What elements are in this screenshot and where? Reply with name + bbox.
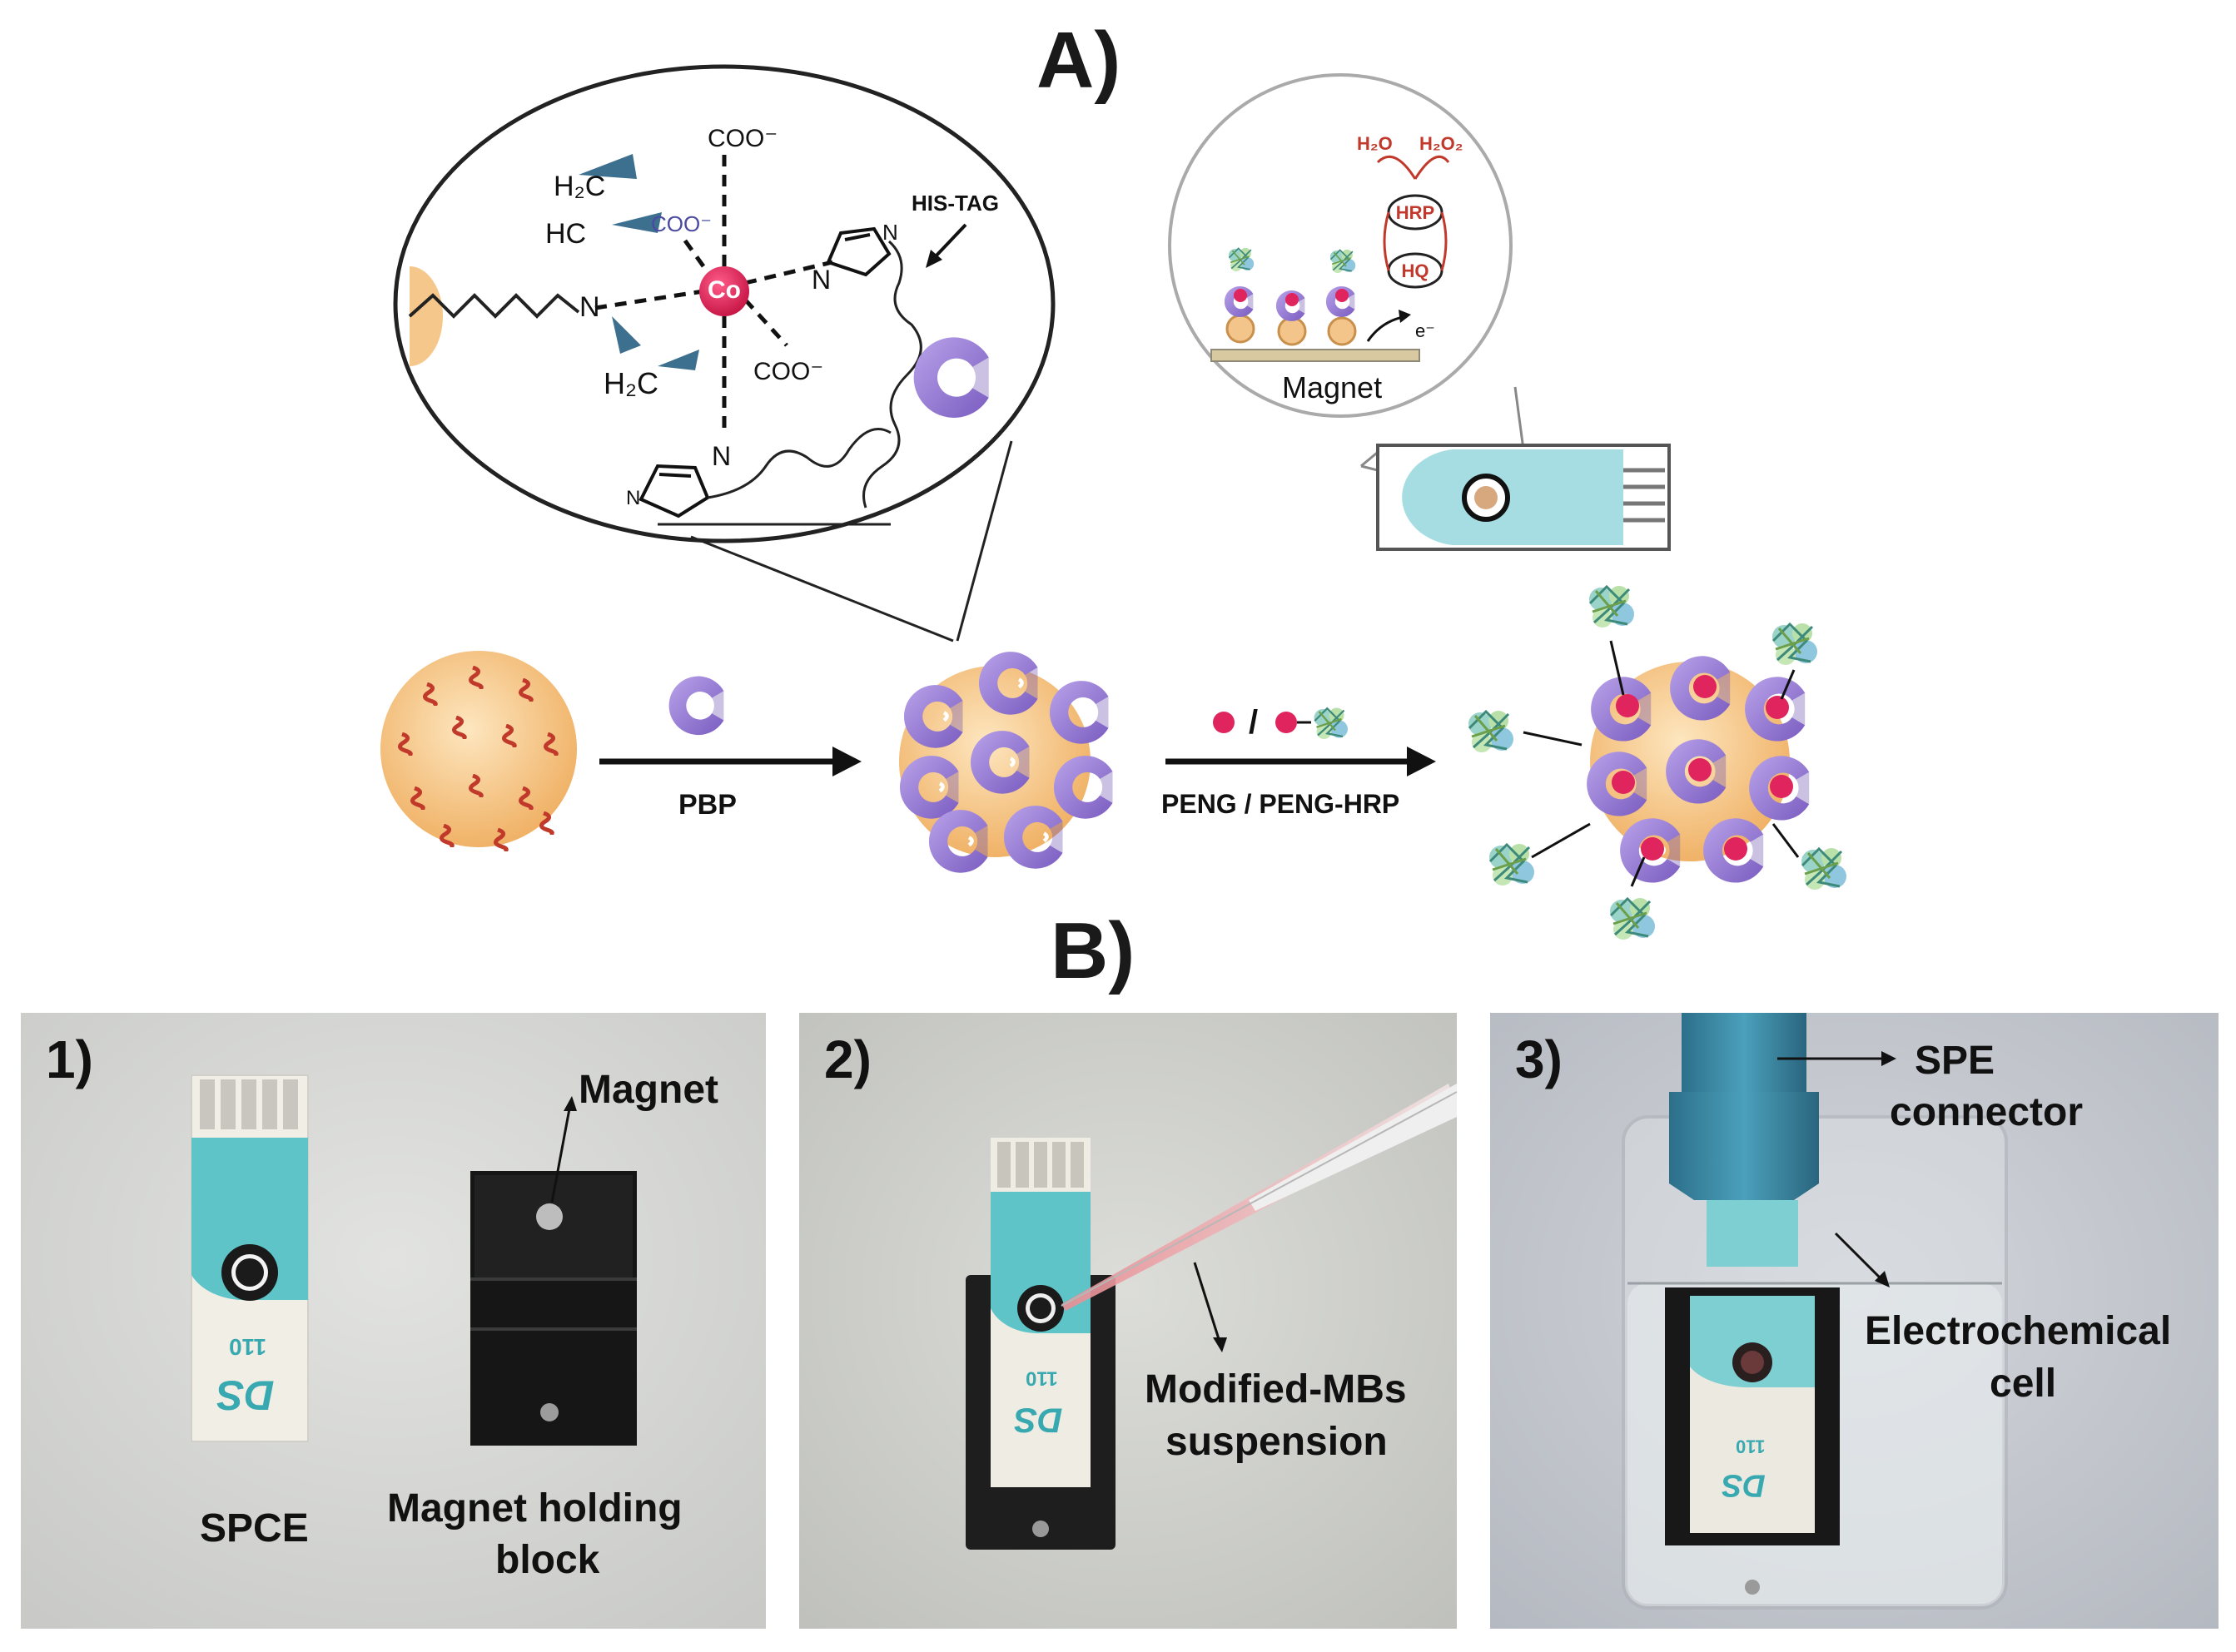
spce-strip-2 (991, 1138, 1091, 1537)
photo-1-number: 1) (46, 1029, 93, 1089)
label-h2c-top: H₂C (554, 171, 606, 202)
photo-3-number: 3) (1515, 1029, 1563, 1089)
label-magnet-inset: Magnet (1282, 370, 1383, 404)
arrow-step2 (1165, 707, 1436, 776)
pipette-tip (1061, 1084, 1457, 1311)
label-cell-line2: cell (1990, 1362, 2057, 1406)
label-spce: SPCE (200, 1506, 309, 1550)
mb-on-electrode (1223, 247, 1357, 346)
spce-strip-1 (191, 1074, 309, 1442)
spe-connector (1669, 1013, 1819, 1200)
label-connector-line1: SPE (1915, 1039, 1995, 1083)
label-n-imid-top: N (812, 265, 832, 295)
strip-brand-2: DS (1014, 1401, 1063, 1441)
magnet-block (470, 1171, 637, 1446)
label-his-tag: HIS-TAG (912, 191, 999, 216)
label-coo-mid: COO⁻ (651, 211, 712, 236)
peng-hrp-dot (1275, 712, 1297, 733)
label-suspension-line1: Modified-MBs (1145, 1367, 1407, 1411)
label-block-line2: block (495, 1538, 600, 1582)
strip-code-3: 110 (1736, 1436, 1766, 1457)
imidazole-bottom (639, 464, 710, 518)
spce-schematic (1376, 444, 1671, 551)
label-h2o: H₂O (1357, 133, 1393, 154)
panel-a-scheme (380, 64, 1848, 941)
label-step1: PBP (678, 789, 737, 821)
bead-bare (380, 651, 577, 851)
label-coo-top: COO⁻ (708, 125, 778, 152)
imidazole-top (826, 226, 892, 277)
label-hrp: HRP (1395, 202, 1435, 223)
peng-dot (1213, 712, 1235, 733)
label-n-imid-ring-top: N (882, 220, 898, 245)
panel-a-label: A) (1036, 16, 1121, 105)
label-n-left: N (579, 291, 600, 323)
label-n-bottom: N (712, 441, 732, 471)
label-hq: HQ (1401, 260, 1429, 281)
label-electron: e⁻ (1415, 320, 1435, 341)
bead-edge (410, 266, 443, 366)
strip-brand-3: DS (1722, 1467, 1766, 1503)
label-cobalt: Co (708, 276, 741, 304)
strip-code-2: 110 (1026, 1367, 1058, 1390)
label-connector-line2: connector (1890, 1090, 2084, 1134)
peptide-linker (862, 240, 922, 508)
bead-with-peng (1467, 584, 1848, 941)
strip-code-1: 110 (229, 1334, 267, 1361)
label-coo-right: COO⁻ (753, 358, 824, 385)
photo-2-number: 2) (824, 1029, 872, 1089)
bead-with-pbp (899, 652, 1113, 873)
label-n-imid-ring-bottom: N (626, 487, 641, 509)
label-block-line1: Magnet holding (387, 1486, 683, 1530)
cobalt-ion (699, 266, 749, 316)
arrow-step1 (599, 677, 862, 776)
panel-b-label: B) (1051, 906, 1135, 995)
label-step2-symbol: / (1249, 704, 1259, 741)
label-cell-line1: Electrochemical (1865, 1309, 2172, 1353)
label-magnet: Magnet (579, 1068, 718, 1112)
ligand-zoom-ellipse (393, 64, 1056, 642)
label-h2o2: H₂O₂ (1419, 133, 1463, 154)
detection-zoom-circle (1168, 73, 1533, 513)
photo-2: 2) 110 DS Modified-MBs suspension (799, 1013, 1457, 1629)
photo-3: 3) 110 DS SPE connector Electrochemical … (1490, 1013, 2219, 1629)
alkyl-chain (408, 293, 580, 319)
photo-1: 1) 110 DS Magnet SPCE Magnet holding blo… (21, 1013, 766, 1629)
label-h2c-bottom: H₂C (604, 366, 658, 400)
label-suspension-line2: suspension (1165, 1420, 1388, 1464)
spce-strip-3 (1665, 1200, 1840, 1595)
strip-brand-1: DS (216, 1372, 275, 1419)
label-step2: PENG / PENG-HRP (1161, 789, 1400, 819)
label-hc: HC (545, 218, 587, 250)
stereo-wedges (579, 154, 699, 370)
